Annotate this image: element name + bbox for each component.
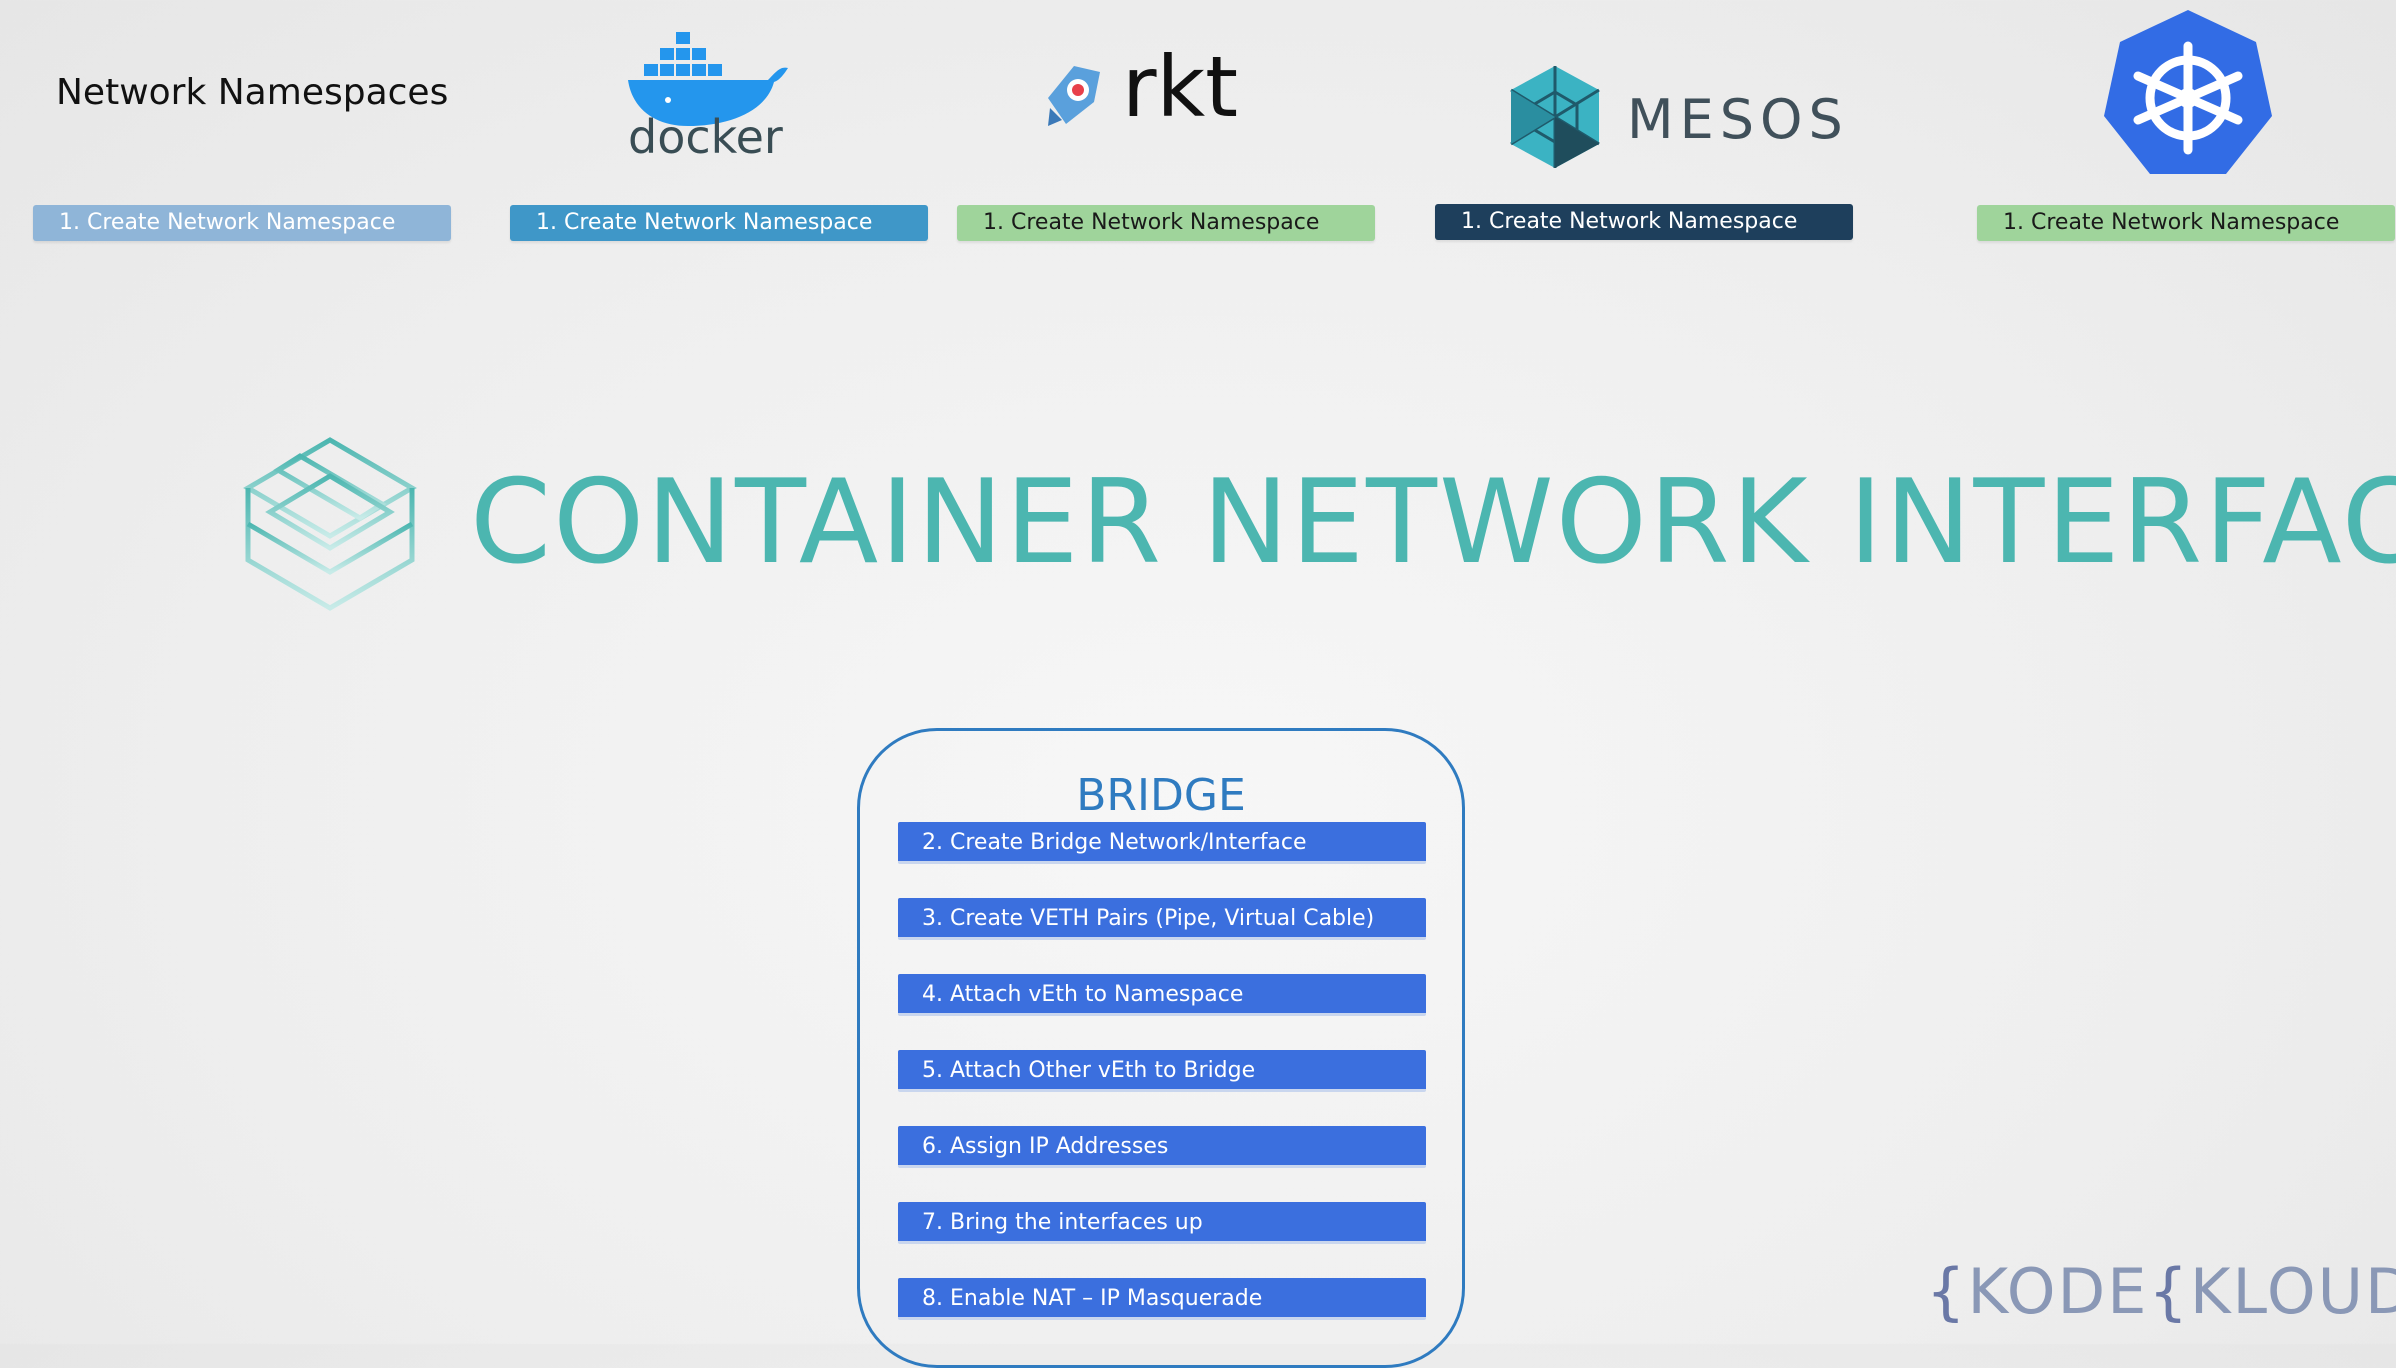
namespace-step-mesos: 1. Create Network Namespace [1435, 204, 1853, 240]
kubernetes-helm-icon [2104, 10, 2272, 174]
mesos-hexagon-icon [1510, 66, 1600, 168]
kubernetes-logo [2098, 6, 2278, 182]
cni-cube-icon [243, 437, 417, 611]
bridge-step: 5. Attach Other vEth to Bridge [898, 1050, 1426, 1092]
cni-title: CONTAINER NETWORK INTERFACE [470, 455, 2396, 590]
rkt-rocket-icon [1048, 66, 1100, 126]
bridge-step: 6. Assign IP Addresses [898, 1126, 1426, 1168]
brace-open-icon: { [1926, 1255, 1968, 1328]
bridge-step: 3. Create VETH Pairs (Pipe, Virtual Cabl… [898, 898, 1426, 940]
brand-left: KODE [1967, 1255, 2149, 1328]
bridge-step: 4. Attach vEth to Namespace [898, 974, 1426, 1016]
namespace-step-plain: 1. Create Network Namespace [33, 205, 451, 241]
page-title: Network Namespaces [56, 72, 449, 113]
docker-whale-icon [628, 32, 788, 126]
namespace-step-rkt: 1. Create Network Namespace [957, 205, 1375, 241]
cni-logo [240, 436, 418, 624]
kodekloud-logo: {KODE{KLOUD [1926, 1255, 2396, 1328]
rkt-logo: rkt [1040, 38, 1240, 138]
namespace-step-docker: 1. Create Network Namespace [510, 205, 928, 241]
mesos-wordmark: MESOS [1627, 88, 1849, 151]
bridge-step: 8. Enable NAT – IP Masquerade [898, 1278, 1426, 1320]
docker-wordmark: docker [628, 110, 783, 164]
mesos-logo: MESOS [1505, 62, 1843, 182]
bridge-step: 7. Bring the interfaces up [898, 1202, 1426, 1244]
brace-close-icon: { [2148, 1255, 2190, 1328]
rkt-wordmark: rkt [1122, 38, 1239, 136]
namespace-step-kubernetes: 1. Create Network Namespace [1977, 205, 2395, 241]
docker-logo: docker [618, 22, 798, 164]
bridge-title: BRIDGE [1076, 770, 1246, 821]
brand-right: KLOUD [2189, 1255, 2396, 1328]
bridge-step: 2. Create Bridge Network/Interface [898, 822, 1426, 864]
